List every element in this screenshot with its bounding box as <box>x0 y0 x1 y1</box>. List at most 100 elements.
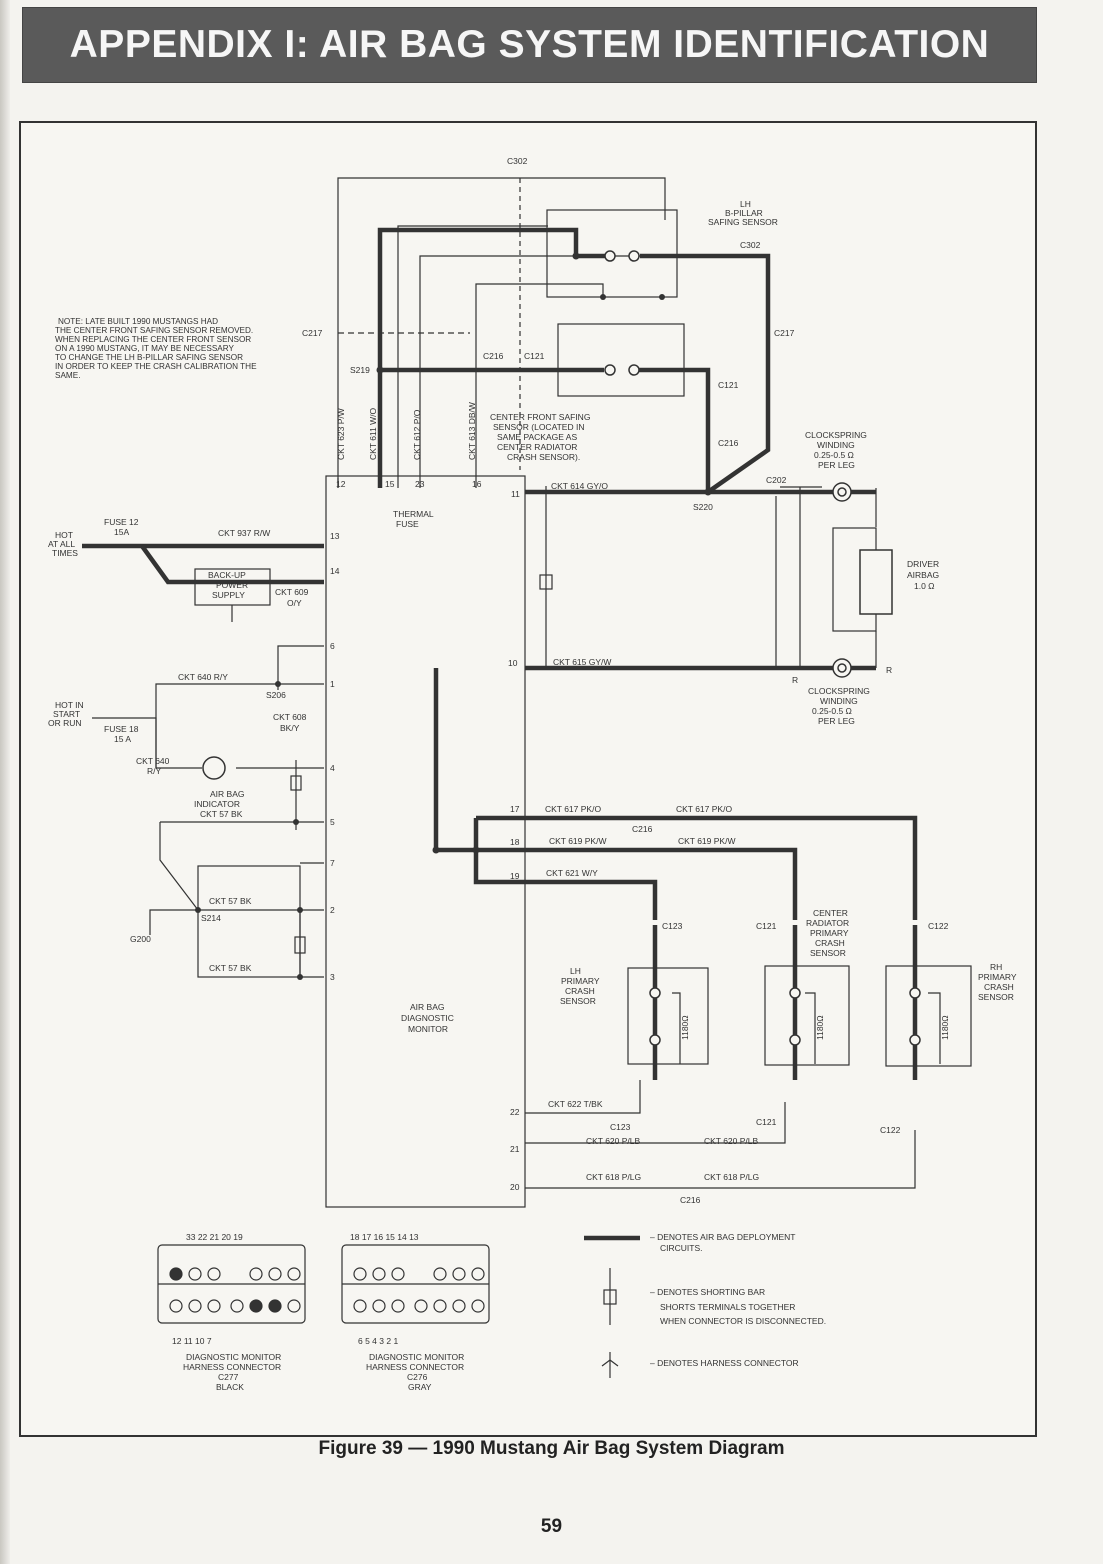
svg-text:AT ALL: AT ALL <box>48 539 75 549</box>
svg-text:RH: RH <box>990 962 1002 972</box>
svg-text:C276: C276 <box>407 1372 428 1382</box>
svg-text:– DENOTES AIR BAG DEPLOYMENT: – DENOTES AIR BAG DEPLOYMENT <box>650 1232 795 1242</box>
svg-text:CRASH: CRASH <box>565 986 595 996</box>
svg-text:BACK-UP: BACK-UP <box>208 570 246 580</box>
legend: – DENOTES AIR BAG DEPLOYMENT CIRCUITS. –… <box>650 1232 826 1368</box>
harness-labels: 33 22 21 20 19 12 11 10 7 DIAGNOSTIC MON… <box>172 1232 464 1392</box>
svg-text:5: 5 <box>330 817 335 827</box>
pin-numbers: 12 15 23 16 11 13 14 6 1 4 5 7 2 3 10 17… <box>330 479 520 1192</box>
svg-text:PRIMARY: PRIMARY <box>561 976 600 986</box>
page-number: 59 <box>540 1516 563 1537</box>
svg-text:R: R <box>886 665 892 675</box>
svg-text:AIRBAG: AIRBAG <box>907 570 939 580</box>
svg-text:CKT 613 DB/W: CKT 613 DB/W <box>467 402 477 460</box>
svg-text:1: 1 <box>330 679 335 689</box>
svg-text:10: 10 <box>508 658 518 668</box>
svg-text:18: 18 <box>510 837 520 847</box>
connector-labels: C302 C302 C217 C217 C216 C216 C121 C121 … <box>201 156 949 1205</box>
svg-text:O/Y: O/Y <box>287 598 302 608</box>
svg-text:CIRCUITS.: CIRCUITS. <box>660 1243 703 1253</box>
svg-text:C123: C123 <box>662 921 683 931</box>
svg-text:SENSOR: SENSOR <box>810 948 846 958</box>
svg-text:S219: S219 <box>350 365 370 375</box>
svg-text:C121: C121 <box>524 351 545 361</box>
note-text: NOTE: LATE BUILT 1990 MUSTANGS HAD THE C… <box>55 317 257 380</box>
svg-text:4: 4 <box>330 763 335 773</box>
svg-text:PER LEG: PER LEG <box>818 460 855 470</box>
svg-text:15A: 15A <box>114 527 129 537</box>
svg-text:IN ORDER TO KEEP THE CRASH CAL: IN ORDER TO KEEP THE CRASH CALIBRATION T… <box>55 362 257 371</box>
figure-caption: Figure 39 — 1990 Mustang Air Bag System … <box>318 1438 785 1459</box>
svg-text:NOTE: LATE BUILT 1990 MUSTANG: NOTE: LATE BUILT 1990 MUSTANGS HAD <box>58 317 218 326</box>
svg-text:18 17 16 15 14 13: 18 17 16 15 14 13 <box>350 1232 419 1242</box>
svg-text:LH: LH <box>570 966 581 976</box>
svg-text:INDICATOR: INDICATOR <box>194 799 240 809</box>
switch-symbols <box>202 250 921 1046</box>
svg-text:HOT IN: HOT IN <box>55 700 84 710</box>
svg-text:BLACK: BLACK <box>216 1382 244 1392</box>
svg-text:CKT 640 R/Y: CKT 640 R/Y <box>178 672 228 682</box>
svg-text:CKT 609: CKT 609 <box>275 587 309 597</box>
svg-text:CKT 640: CKT 640 <box>136 756 170 766</box>
svg-text:SHORTS TERMINALS TOGETHER: SHORTS TERMINALS TOGETHER <box>660 1302 795 1312</box>
harness-pin-sockets <box>169 1267 485 1313</box>
page-binding-edge <box>0 0 10 1564</box>
svg-text:OR RUN: OR RUN <box>48 718 82 728</box>
svg-text:FUSE: FUSE <box>396 519 419 529</box>
svg-text:CENTER FRONT SAFING: CENTER FRONT SAFING <box>490 412 590 422</box>
svg-text:PRIMARY: PRIMARY <box>810 928 849 938</box>
component-labels: LH B-PILLAR SAFING SENSOR CENTER FRONT S… <box>48 199 1017 1040</box>
svg-text:THE CENTER FRONT SAFING SENSOR: THE CENTER FRONT SAFING SENSOR REMOVED. <box>55 326 253 335</box>
svg-text:AIR BAG: AIR BAG <box>210 789 244 799</box>
svg-text:SENSOR (LOCATED IN: SENSOR (LOCATED IN <box>493 422 584 432</box>
svg-text:21: 21 <box>510 1144 520 1154</box>
airbag-symbol <box>859 549 893 615</box>
svg-text:12 11 10 7: 12 11 10 7 <box>172 1336 212 1346</box>
svg-text:7: 7 <box>330 858 335 868</box>
svg-text:33 22 21 20 19: 33 22 21 20 19 <box>186 1232 243 1242</box>
svg-text:DIAGNOSTIC MONITOR: DIAGNOSTIC MONITOR <box>186 1352 281 1362</box>
svg-text:22: 22 <box>510 1107 520 1117</box>
svg-text:B-PILLAR: B-PILLAR <box>725 208 763 218</box>
svg-text:23: 23 <box>415 479 425 489</box>
svg-text:WHEN CONNECTOR IS DISCONNECTED: WHEN CONNECTOR IS DISCONNECTED. <box>660 1316 826 1326</box>
svg-text:ON A 1990 MUSTANG, IT MAY BE N: ON A 1990 MUSTANG, IT MAY BE NECESSARY <box>55 344 235 353</box>
svg-text:MONITOR: MONITOR <box>408 1024 448 1034</box>
svg-text:C202: C202 <box>766 475 787 485</box>
svg-text:SAFING SENSOR: SAFING SENSOR <box>708 217 778 227</box>
page-title: APPENDIX I: AIR BAG SYSTEM IDENTIFICATIO… <box>69 23 990 66</box>
svg-text:DIAGNOSTIC MONITOR: DIAGNOSTIC MONITOR <box>369 1352 464 1362</box>
svg-text:POWER: POWER <box>216 580 248 590</box>
svg-text:C121: C121 <box>718 380 739 390</box>
svg-text:RADIATOR: RADIATOR <box>806 918 849 928</box>
svg-text:HARNESS CONNECTOR: HARNESS CONNECTOR <box>366 1362 464 1372</box>
svg-text:3: 3 <box>330 972 335 982</box>
svg-text:CKT 618 P/LG: CKT 618 P/LG <box>586 1172 641 1182</box>
svg-text:17: 17 <box>510 804 520 814</box>
svg-text:CENTER: CENTER <box>813 908 848 918</box>
svg-text:C121: C121 <box>756 1117 777 1127</box>
svg-text:CKT 619 PK/W: CKT 619 PK/W <box>549 836 606 846</box>
svg-text:CRASH SENSOR).: CRASH SENSOR). <box>507 452 580 462</box>
svg-text:START: START <box>53 709 80 719</box>
svg-text:11: 11 <box>511 489 520 499</box>
svg-text:16: 16 <box>472 479 482 489</box>
svg-text:C302: C302 <box>507 156 528 166</box>
svg-text:15 A: 15 A <box>114 734 131 744</box>
svg-text:CKT 622 T/BK: CKT 622 T/BK <box>548 1099 603 1109</box>
svg-text:6 5 4 3 2 1: 6 5 4 3 2 1 <box>358 1336 398 1346</box>
svg-text:CKT 57 BK: CKT 57 BK <box>200 809 243 819</box>
svg-text:TIMES: TIMES <box>52 548 78 558</box>
svg-text:WHEN REPLACING THE CENTER FRON: WHEN REPLACING THE CENTER FRONT SENSOR <box>55 335 251 344</box>
svg-text:PER LEG: PER LEG <box>818 716 855 726</box>
svg-text:C121: C121 <box>756 921 777 931</box>
svg-text:SENSOR: SENSOR <box>978 992 1014 1002</box>
svg-text:2: 2 <box>330 905 335 915</box>
svg-text:DIAGNOSTIC: DIAGNOSTIC <box>401 1013 454 1023</box>
svg-text:CKT 57 BK: CKT 57 BK <box>209 963 252 973</box>
svg-text:C217: C217 <box>774 328 795 338</box>
svg-text:HOT: HOT <box>55 530 73 540</box>
svg-text:TO CHANGE THE LH B-PILLAR SAFI: TO CHANGE THE LH B-PILLAR SAFING SENSOR <box>55 353 243 362</box>
svg-text:20: 20 <box>510 1182 520 1192</box>
